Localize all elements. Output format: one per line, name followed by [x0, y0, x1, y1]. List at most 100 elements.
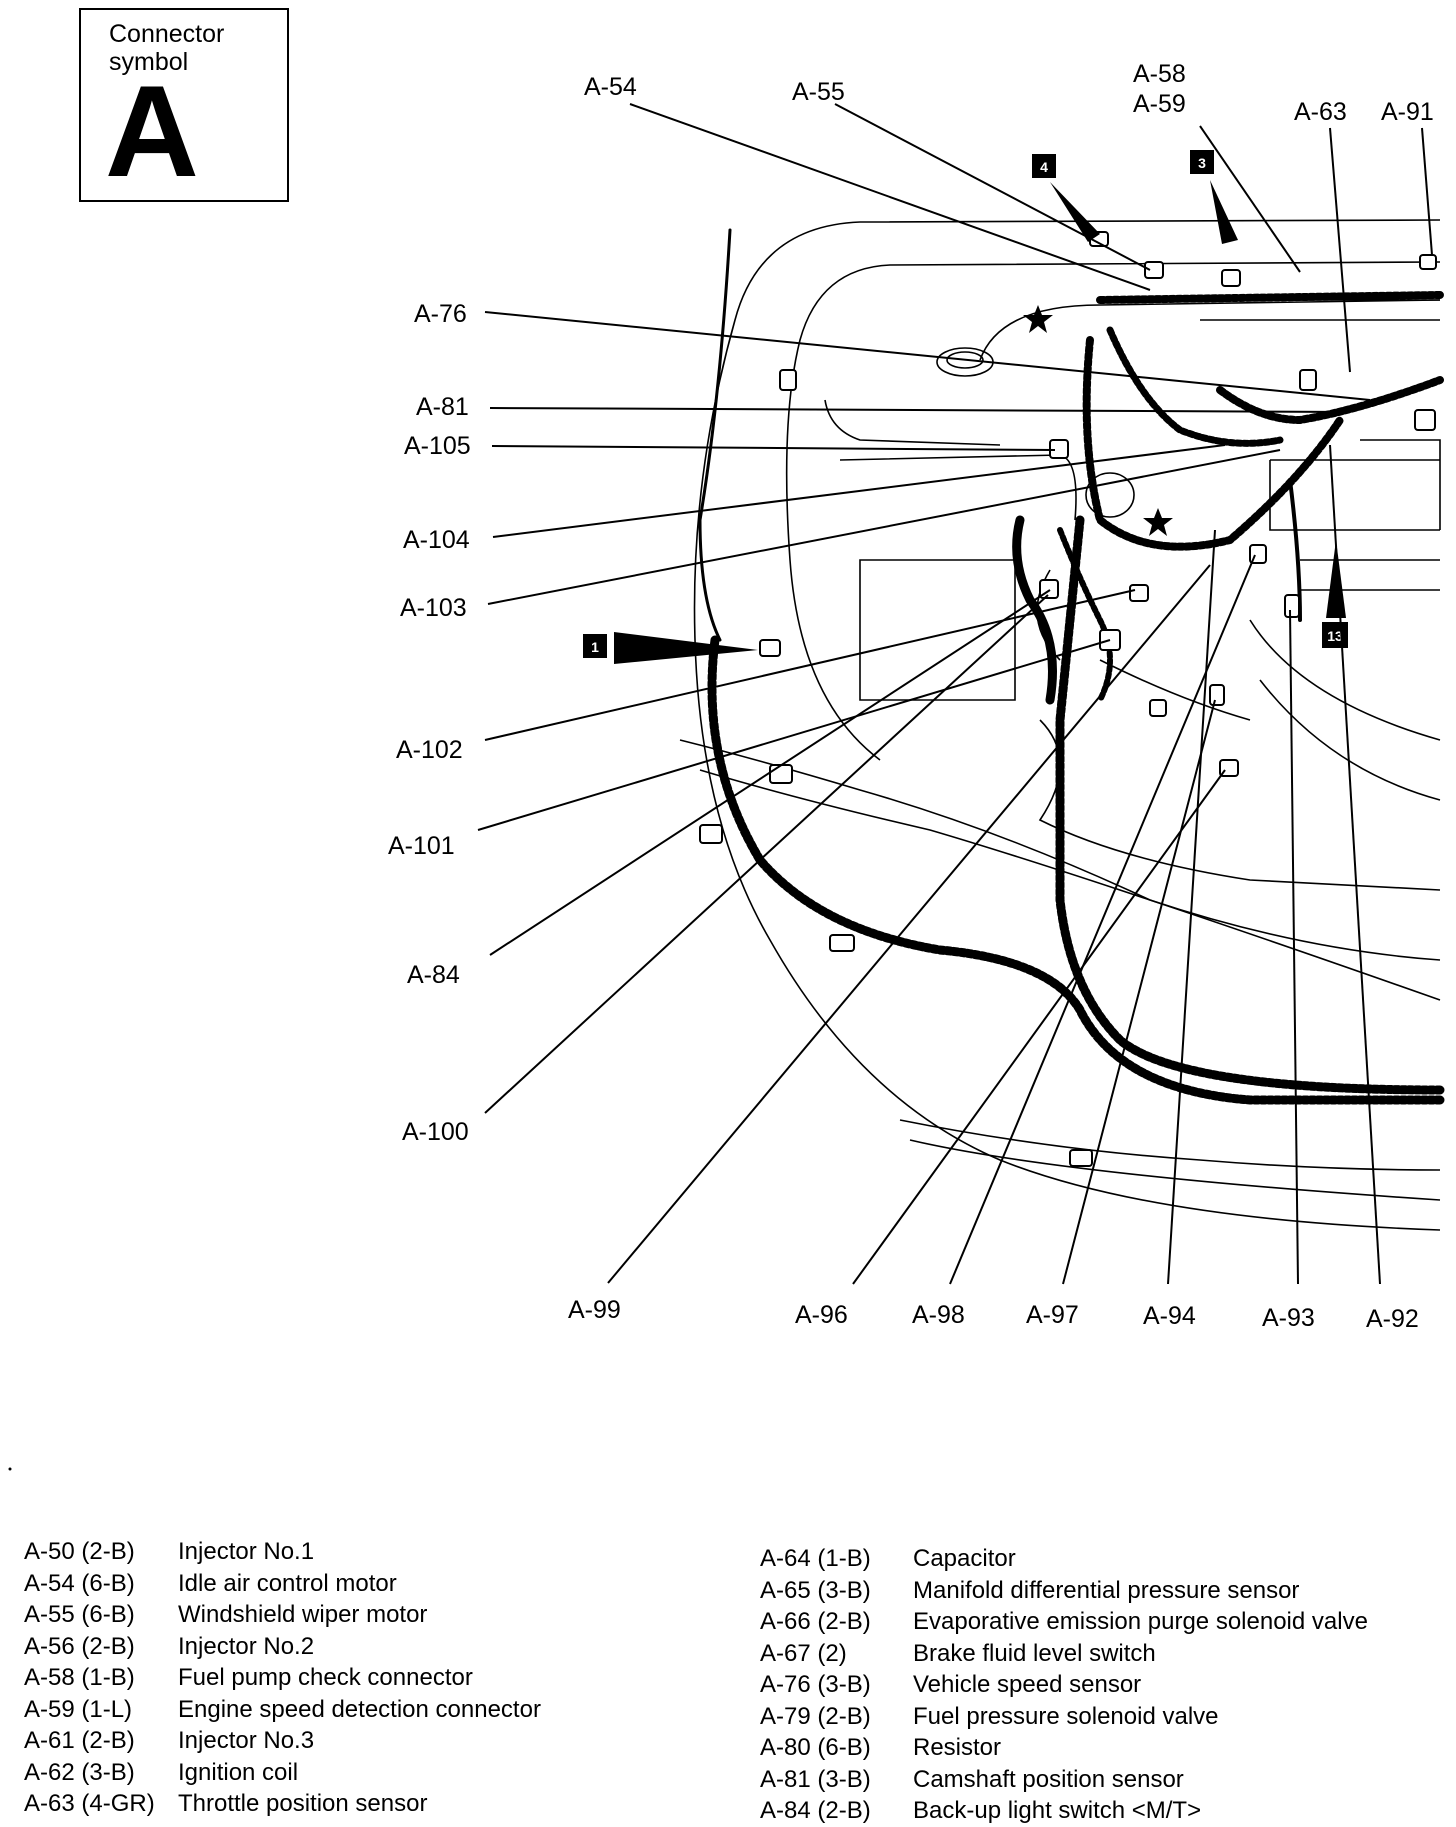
legend-desc: Evaporative emission purge solenoid valv…	[913, 1608, 1368, 1635]
leader-a76	[484, 311, 1371, 401]
legend-code: A-63 (4-GR)	[24, 1790, 155, 1817]
legend-desc: Fuel pump check connector	[178, 1664, 473, 1691]
legend-row: A-55 (6-B)Windshield wiper motor	[24, 1599, 541, 1631]
legend-code: A-84 (2-B)	[760, 1797, 871, 1824]
label-a63: A-63	[1294, 98, 1347, 126]
connector-a63	[1299, 369, 1317, 391]
marker-4-text: 4	[1040, 159, 1048, 175]
legend-code: A-54 (6-B)	[24, 1569, 135, 1597]
leader-a94	[1167, 529, 1216, 1285]
leader-a99	[607, 564, 1211, 1284]
callout-labels: A-54 A-55 A-58 A-59 A-63 A-91 A-76 A-81 …	[388, 60, 1434, 1333]
thin-wire-left	[698, 228, 732, 642]
legend-row: A-76 (3-B)Vehicle speed sensor	[760, 1669, 1368, 1701]
connector-legend-right: A-64 (1-B)Capacitor A-65 (3-B) Manifold d…	[760, 1543, 1368, 1827]
legend-code: A-81 (3-B)	[760, 1765, 871, 1793]
label-a92: A-92	[1366, 1305, 1419, 1333]
legend-row: A-64 (1-B)Capacitor	[760, 1543, 1368, 1575]
legend-code: A-65 (3-B)	[760, 1576, 871, 1604]
leader-a96	[852, 769, 1226, 1285]
label-a97: A-97	[1026, 1301, 1079, 1329]
right-harness	[1216, 376, 1444, 425]
legend-row: A-56 (2-B)Injector No.2	[24, 1631, 541, 1663]
marker-4-arrow	[1050, 182, 1100, 242]
star-icon	[1023, 305, 1053, 333]
marker-13-arrow	[1326, 540, 1346, 618]
legend-code: A-58 (1-B)	[24, 1664, 135, 1691]
fender-outline	[693, 219, 1441, 1231]
legend-code: A-56 (2-B)	[24, 1632, 135, 1660]
connector-a58	[1221, 269, 1241, 287]
label-a54: A-54	[584, 73, 637, 101]
label-a102: A-102	[396, 736, 463, 764]
cowl-line	[979, 299, 1441, 361]
legend-row: A-54 (6-B)Idle air control motor	[24, 1568, 541, 1600]
connector-symbol-box: Connector symbol A	[79, 8, 289, 202]
label-a100: A-100	[402, 1118, 469, 1146]
connector-symbol-caption: Connector symbol	[109, 20, 225, 76]
label-a76: A-76	[414, 300, 467, 328]
frame-line	[1300, 559, 1440, 591]
subframe-line	[1038, 719, 1441, 891]
inner-fender-line	[785, 261, 1441, 761]
legend-code: A-80 (6-B)	[760, 1734, 871, 1761]
wiring-harness	[698, 228, 1445, 1105]
connector-legend-left: A-50 (2-B) Injector No.1 A-54 (6-B)Idle a…	[24, 1536, 541, 1820]
leader-a103	[487, 449, 1281, 605]
legend-desc: Manifold differential pressure sensor	[913, 1576, 1300, 1604]
label-a84: A-84	[407, 961, 460, 989]
label-a98: A-98	[912, 1301, 965, 1329]
main-harness-center	[1055, 515, 1445, 1095]
marker-13: 13	[1322, 540, 1348, 648]
bracket-line	[824, 399, 1001, 446]
legend-desc: Capacitor	[913, 1545, 1016, 1572]
legend-desc: Vehicle speed sensor	[913, 1671, 1142, 1698]
marker-1-text: 1	[591, 639, 599, 655]
legend-desc: Injector No.1	[178, 1538, 315, 1565]
label-a93: A-93	[1262, 1304, 1315, 1332]
connector-bottom	[1069, 1149, 1093, 1167]
legend-desc: Brake fluid level switch	[913, 1639, 1156, 1667]
label-a91: A-91	[1381, 98, 1434, 126]
leader-a97	[1062, 699, 1216, 1285]
legend-desc: Injector No.3	[178, 1727, 315, 1754]
battery-box	[859, 559, 1016, 701]
leader-a93	[1289, 609, 1299, 1285]
radiator-line	[1249, 619, 1441, 801]
legend-code: A-66 (2-B)	[760, 1608, 871, 1635]
connector-a93	[1284, 594, 1300, 618]
label-a101: A-101	[388, 832, 455, 860]
leader-a100	[484, 594, 1049, 1114]
marker-3-text: 3	[1198, 155, 1206, 171]
legend-desc: Camshaft position sensor	[913, 1765, 1184, 1793]
legend-row: A-63 (4-GR)Throttle position sensor	[24, 1788, 541, 1820]
connector-a91	[1419, 254, 1437, 270]
leader-a63	[1329, 127, 1351, 373]
connector-1	[759, 639, 781, 657]
legend-row: A-79 (2-B)Fuel pressure solenoid valve	[760, 1701, 1368, 1733]
connector-a102	[1129, 584, 1149, 602]
injector-harness	[1106, 326, 1284, 447]
label-a103: A-103	[400, 594, 467, 622]
label-a59: A-59	[1133, 90, 1186, 118]
marker-4: 4	[1032, 154, 1100, 242]
connector-a55	[1144, 261, 1164, 279]
connector-a76	[779, 369, 797, 391]
legend-code: A-50 (2-B)	[24, 1538, 135, 1565]
label-a104: A-104	[403, 526, 470, 554]
legend-code: A-61 (2-B)	[24, 1727, 135, 1754]
stray-dot	[8, 1467, 12, 1471]
battery-cable	[1012, 515, 1057, 705]
bumper-line-2	[909, 1139, 1441, 1201]
marker-1-arrow	[614, 632, 758, 664]
leader-a105	[491, 445, 1056, 451]
legend-desc: Engine speed detection connector	[178, 1695, 541, 1723]
label-a55: A-55	[792, 78, 845, 106]
leader-a101	[477, 639, 1111, 831]
legend-row: A-84 (2-B)Back-up light switch <M/T>	[760, 1795, 1368, 1827]
marker-13-text: 13	[1327, 628, 1343, 644]
legend-row: A-81 (3-B) Camshaft position sensor	[760, 1764, 1368, 1796]
marker-1: 1	[583, 632, 758, 664]
leader-a102	[484, 589, 1136, 741]
